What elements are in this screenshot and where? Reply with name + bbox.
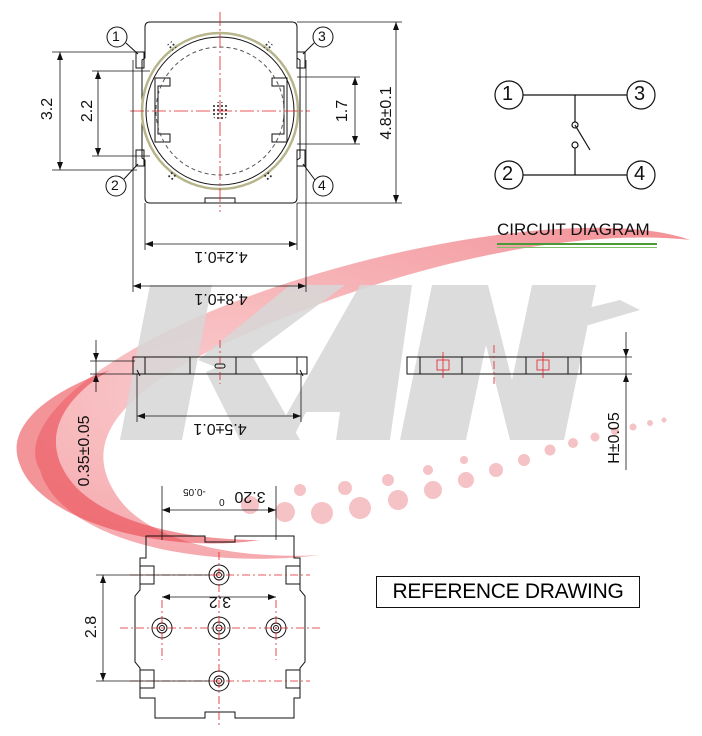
top-pin-2-tab (135, 149, 145, 167)
pin-label-3: 3 (318, 28, 326, 44)
top-corner-pad (261, 39, 275, 53)
top-view (52, 12, 402, 292)
circuit-title-underline-light (497, 247, 657, 248)
switch-contact (571, 121, 579, 129)
dim-label-1-7: 1.7 (334, 99, 351, 123)
dim-label-4-8-h: 4.8±0.1 (194, 290, 248, 307)
top-corner-pad (165, 169, 179, 183)
pin-label-4: 4 (318, 177, 326, 193)
switch-lever (574, 124, 591, 151)
dim-label-3-20-tol-upper: 0 (219, 496, 225, 507)
dim-label-3-2-mid: 3.2 (208, 593, 232, 610)
footprint-pad (285, 669, 301, 689)
pin-marker-3 (302, 26, 334, 55)
footprint-outline (134, 535, 306, 719)
reference-drawing-text: REFERENCE DRAWING (392, 580, 624, 603)
dim-label-4-5: 4.5±0.1 (193, 420, 247, 437)
dim-label-2-8: 2.8 (83, 615, 100, 639)
dim-label-2-2: 2.2 (79, 99, 96, 123)
dim-label-3-20-tol-lower: -0.05 (183, 486, 206, 497)
pin-label-2: 2 (111, 177, 119, 193)
watermark-dots (241, 417, 667, 524)
pin-marker-4 (302, 163, 334, 197)
watermark-letters (120, 285, 640, 440)
circuit-diagram (494, 80, 656, 190)
watermark-logo (16, 227, 690, 559)
circuit-diagram-title: CIRCUIT DIAGRAM (497, 220, 650, 239)
top-view-inner-frame (154, 77, 288, 143)
pin-marker-2 (105, 163, 139, 197)
top-corner-pad (261, 169, 275, 183)
reference-drawing-label: REFERENCE DRAWING (376, 576, 640, 608)
top-pin-4-tab (296, 149, 306, 167)
dim-label-4-2: 4.2±0.1 (194, 248, 248, 265)
footprint-pad (139, 669, 155, 689)
dim-label-4-8-v: 4.8±0.1 (378, 86, 395, 140)
switch-contact (571, 141, 579, 149)
circuit-pin-label-4: 4 (634, 163, 646, 185)
dim-label-3-20: 3.20 (234, 488, 266, 505)
circuit-pin-label-1: 1 (502, 83, 514, 105)
circuit-title-underline (497, 243, 657, 245)
side-view-left (90, 340, 308, 422)
top-pin-3-tab (296, 51, 306, 69)
circuit-pin-label-2: 2 (502, 163, 514, 185)
dim-label-3-2: 3.2 (39, 97, 56, 121)
top-pin-1-tab (135, 51, 145, 69)
dim-label-0-35: 0.35±0.05 (76, 415, 93, 487)
watermark-swoosh-inner (16, 370, 260, 544)
dim-label-h: H±0.05 (606, 412, 623, 464)
circuit-pin-label-3: 3 (634, 83, 646, 105)
side-view-right (406, 332, 632, 470)
footprint-view (96, 486, 320, 728)
top-corner-pad (165, 39, 179, 53)
top-view-body (141, 21, 301, 204)
pin-label-1: 1 (112, 28, 120, 44)
